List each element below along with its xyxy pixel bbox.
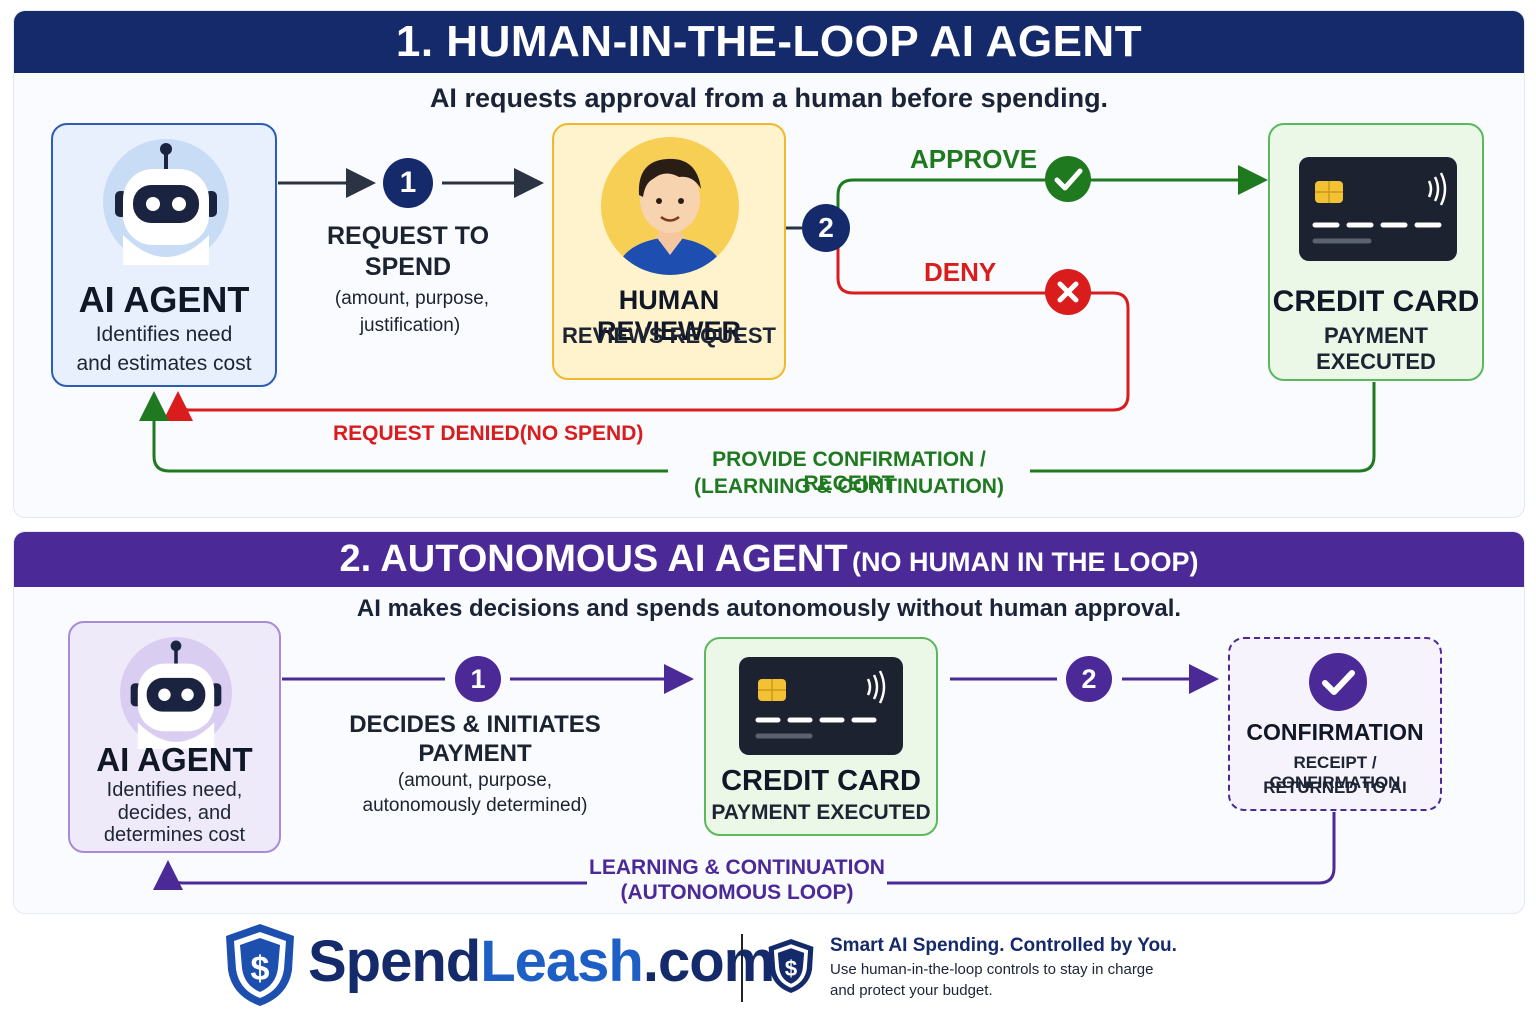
- human-reviewer-desc: REVIEWS REQUEST: [562, 323, 776, 348]
- brand-leash: Leash: [480, 929, 644, 994]
- confirmation-path-right: [1030, 382, 1376, 473]
- confirmation-node: CONFIRMATION RECEIPT / CONFIRMATION RETU…: [1228, 637, 1442, 811]
- shield-dollar-icon: $: [766, 936, 816, 996]
- auto-step1-detail-1: (amount, purpose,: [397, 770, 553, 791]
- credit-card-desc: PAYMENT EXECUTED: [1316, 323, 1436, 374]
- credit-card-icon: [739, 657, 903, 755]
- svg-text:$: $: [251, 950, 270, 988]
- step1-label-1: REQUEST TO: [326, 222, 490, 250]
- credit-card-icon: [1299, 157, 1457, 261]
- ai-agent-desc-1: Identifies need: [95, 323, 233, 346]
- footer-desc-2: and protect your budget.: [830, 982, 993, 999]
- step1-detail-2: justification): [359, 315, 461, 336]
- autonomous-ai-agent-node: AI AGENT Identifies need, decides, and d…: [68, 621, 281, 853]
- deny-label: DENY: [924, 257, 997, 287]
- footer-tagline: Smart AI Spending. Controlled by You.: [830, 935, 1177, 956]
- deny-path: [163, 246, 1130, 421]
- ai-agent-title: AI AGENT: [78, 279, 250, 320]
- brand-logo: $: [222, 922, 298, 1008]
- shield-dollar-icon: $: [226, 924, 294, 1006]
- svg-text:$: $: [785, 956, 798, 981]
- robot-icon: [103, 139, 229, 265]
- check-icon: [1309, 653, 1367, 711]
- brand-spend: Spend: [308, 929, 481, 994]
- x-icon: [1045, 269, 1091, 315]
- confirmation-desc-2: RETURNED TO AI: [1263, 778, 1407, 797]
- step1-label-2: SPEND: [364, 253, 452, 281]
- autonomous-ai-agent-title: AI AGENT: [96, 741, 253, 778]
- step2-badge: 2: [802, 204, 850, 252]
- person-icon: [601, 137, 739, 275]
- credit-card-node: CREDIT CARD PAYMENT EXECUTED: [1268, 123, 1484, 381]
- footer-divider: [741, 934, 743, 1002]
- ai-agent-desc-2: and estimates cost: [76, 352, 252, 375]
- brand-tld: .com: [642, 929, 775, 994]
- human-reviewer-title: HUMAN REVIEWER: [596, 285, 742, 346]
- credit-card-title: CREDIT CARD: [1272, 285, 1480, 318]
- human-reviewer-node: HUMAN REVIEWER REVIEWS REQUEST: [552, 123, 786, 380]
- request-denied-label: REQUEST DENIED(NO SPEND): [333, 422, 644, 445]
- approve-label: APPROVE: [910, 144, 1038, 174]
- auto-step1-detail-2: autonomously determined): [362, 795, 588, 816]
- autonomous-credit-card-node: CREDIT CARD PAYMENT EXECUTED: [704, 637, 938, 836]
- auto-loop-right: [887, 812, 1336, 885]
- auto-step1-badge: 1: [455, 656, 501, 702]
- autonomous-ai-agent-desc-3: determines cost: [103, 824, 246, 846]
- auto-step1-label-2: PAYMENT: [418, 740, 532, 767]
- approve-path: [836, 165, 1268, 210]
- robot-icon: [120, 637, 232, 749]
- brand-name: SpendLeash.com: [308, 928, 775, 995]
- ai-agent-node: AI AGENT Identifies need and estimates c…: [51, 123, 277, 387]
- autonomous-loop-label-1: LEARNING & CONTINUATION: [589, 856, 885, 879]
- confirmation-label-2: (LEARNING & CONTINUATION): [694, 475, 1004, 498]
- autonomous-credit-card-title: CREDIT CARD: [721, 765, 921, 797]
- auto-step2-badge: 2: [1066, 656, 1112, 702]
- step1-detail-1: (amount, purpose,: [334, 288, 490, 309]
- autonomous-ai-agent-desc-2: decides, and: [117, 802, 232, 824]
- step1-badge: 1: [383, 158, 433, 208]
- confirmation-desc-1: RECEIPT / CONFIRMATION: [1269, 753, 1401, 792]
- auto-step1-label-1: DECIDES & INITIATES: [349, 711, 601, 738]
- footer-desc-1: Use human-in-the-loop controls to stay i…: [830, 961, 1154, 978]
- autonomous-credit-card-desc: PAYMENT EXECUTED: [711, 801, 931, 824]
- confirmation-title: CONFIRMATION: [1246, 719, 1424, 745]
- check-icon: [1045, 156, 1091, 202]
- confirmation-label-1: PROVIDE CONFIRMATION / RECEIPT: [712, 448, 986, 495]
- confirmation-path-left: [139, 391, 668, 473]
- auto-loop-left: [153, 860, 587, 890]
- autonomous-ai-agent-desc-1: Identifies need,: [106, 779, 243, 801]
- autonomous-loop-label-2: (AUTONOMOUS LOOP): [620, 881, 854, 904]
